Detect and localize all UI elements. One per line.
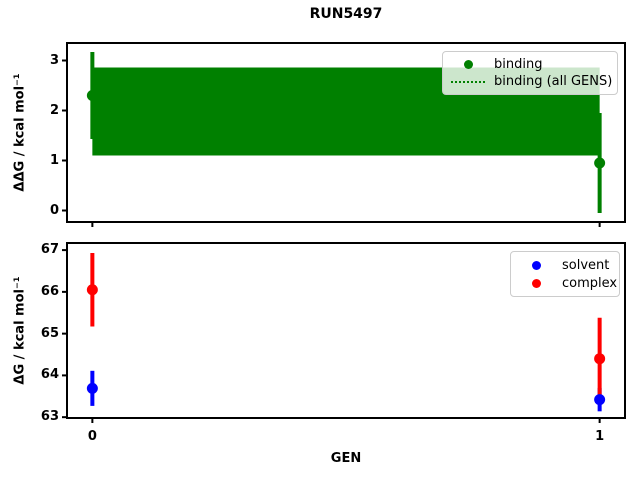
y-tick-label: 66 (40, 283, 59, 299)
legend-label-complex: complex (562, 275, 618, 291)
y-tick-label: 2 (49, 102, 59, 118)
dotted-line-icon (451, 80, 485, 83)
legend-entry-complex: complex (519, 274, 617, 292)
legend-handle (519, 278, 553, 288)
solvent-dot-icon (531, 260, 541, 270)
y-tick-label: 63 (40, 409, 59, 425)
y-tick-label: 67 (40, 242, 59, 258)
legend-entry-binding: binding (451, 56, 609, 73)
y-tick-label: 0 (49, 202, 59, 218)
axes-spines (66, 42, 626, 223)
y-tick-label: 65 (40, 325, 59, 341)
data-point-marker (594, 157, 606, 169)
legend-entry-solvent: solvent (519, 256, 611, 274)
legend-handle (451, 80, 485, 83)
y-tick-label: 64 (40, 367, 59, 383)
x-axis-label: GEN (330, 451, 362, 466)
x-tick-label: 1 (595, 429, 605, 444)
data-point-marker (86, 90, 98, 101)
complex-dot-icon (531, 278, 541, 288)
data-point-marker (86, 284, 98, 296)
lower-legend: solvent complex (510, 251, 620, 297)
legend-label-solvent: solvent (562, 257, 610, 273)
legend-label-binding: binding (494, 57, 543, 72)
data-point-marker (86, 382, 98, 394)
y-tick-label: 1 (49, 152, 59, 168)
plot-title: RUN5497 (309, 6, 383, 22)
legend-handle (519, 260, 553, 270)
data-point-marker (594, 353, 606, 365)
axes-spines (66, 242, 626, 419)
x-tick-label: 0 (87, 429, 97, 444)
legend-label-binding-all-gens: binding (all GENS) (494, 74, 613, 89)
legend-entry-binding-all-gens: binding (all GENS) (451, 73, 613, 90)
legend-handle (451, 60, 485, 69)
data-point-marker (594, 394, 606, 406)
y-tick-label: 3 (49, 52, 59, 68)
upper-legend: binding binding (all GENS) (442, 51, 618, 95)
binding-dot-icon (463, 60, 473, 69)
